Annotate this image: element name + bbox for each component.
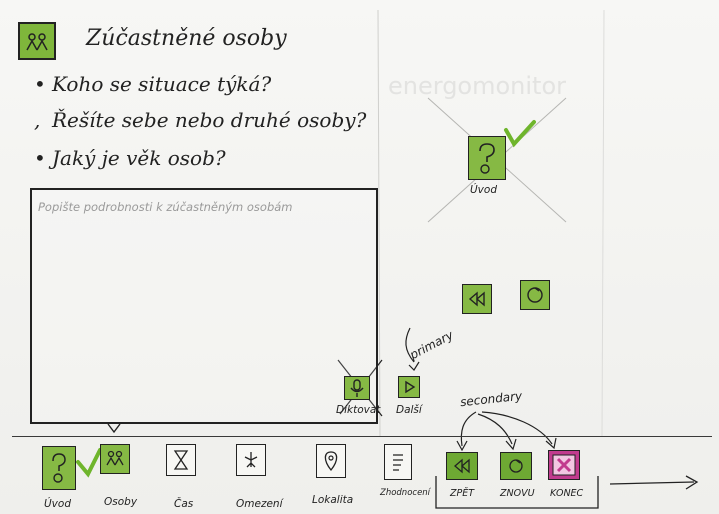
description-textarea[interactable]: Popište podrobnosti k zúčastněným osobám	[30, 188, 378, 424]
next-button[interactable]	[398, 376, 420, 398]
question-item: •Jaký je věk osob?	[34, 146, 226, 170]
nav-restriction-button[interactable]	[236, 444, 266, 476]
nav-location-button[interactable]	[316, 444, 346, 478]
end-label: KONEC	[550, 488, 584, 499]
close-icon	[552, 454, 576, 476]
nav-time-button[interactable]	[166, 444, 196, 476]
figure-icon	[244, 452, 258, 468]
nav-location-label: Lokalita	[312, 494, 354, 506]
dictate-label: Diktovat	[336, 404, 381, 416]
nav-intro-button[interactable]	[42, 446, 76, 490]
intro-tile[interactable]	[468, 136, 506, 180]
question-icon	[52, 453, 66, 483]
rewind-icon	[468, 291, 485, 307]
restart-button[interactable]	[500, 452, 532, 480]
question-item: •Koho se situace týká?	[34, 72, 272, 96]
question-icon	[479, 143, 495, 174]
document-icon	[393, 454, 403, 471]
back-button[interactable]	[446, 452, 478, 480]
bottom-divider	[12, 436, 712, 437]
people-icon	[106, 450, 124, 466]
dictate-button[interactable]	[344, 376, 370, 400]
end-button[interactable]	[548, 450, 580, 480]
question-item: ,Řešíte sebe nebo druhé osoby?	[34, 108, 367, 132]
microphone-icon	[350, 379, 364, 397]
location-pin-icon	[324, 451, 338, 472]
nav-evaluation-label: Zhodnocení	[380, 488, 431, 498]
reload-icon	[527, 287, 543, 303]
hourglass-icon	[173, 450, 189, 470]
description-placeholder: Popište podrobnosti k zúčastněným osobám	[38, 200, 293, 214]
nav-people-label: Osoby	[104, 496, 138, 508]
nav-intro-label: Úvod	[44, 498, 71, 510]
people-icon	[18, 22, 56, 60]
play-icon	[405, 380, 416, 394]
intro-label: Úvod	[470, 184, 497, 196]
nav-restriction-label: Omezení	[236, 498, 283, 510]
nav-people-button[interactable]	[100, 444, 130, 474]
background-watermark-text: energomonitor	[388, 72, 567, 100]
next-label: Další	[396, 404, 422, 416]
page-title: Zúčastněné osoby	[86, 26, 287, 51]
nav-evaluation-button[interactable]	[384, 444, 412, 480]
rewind-icon	[454, 458, 470, 474]
reload-icon	[509, 459, 523, 473]
reload-tile[interactable]	[520, 280, 550, 310]
restart-label: ZNOVU	[500, 488, 535, 499]
nav-time-label: Čas	[174, 498, 194, 510]
back-label: ZPĚT	[450, 488, 475, 499]
rewind-tile[interactable]	[462, 284, 492, 314]
